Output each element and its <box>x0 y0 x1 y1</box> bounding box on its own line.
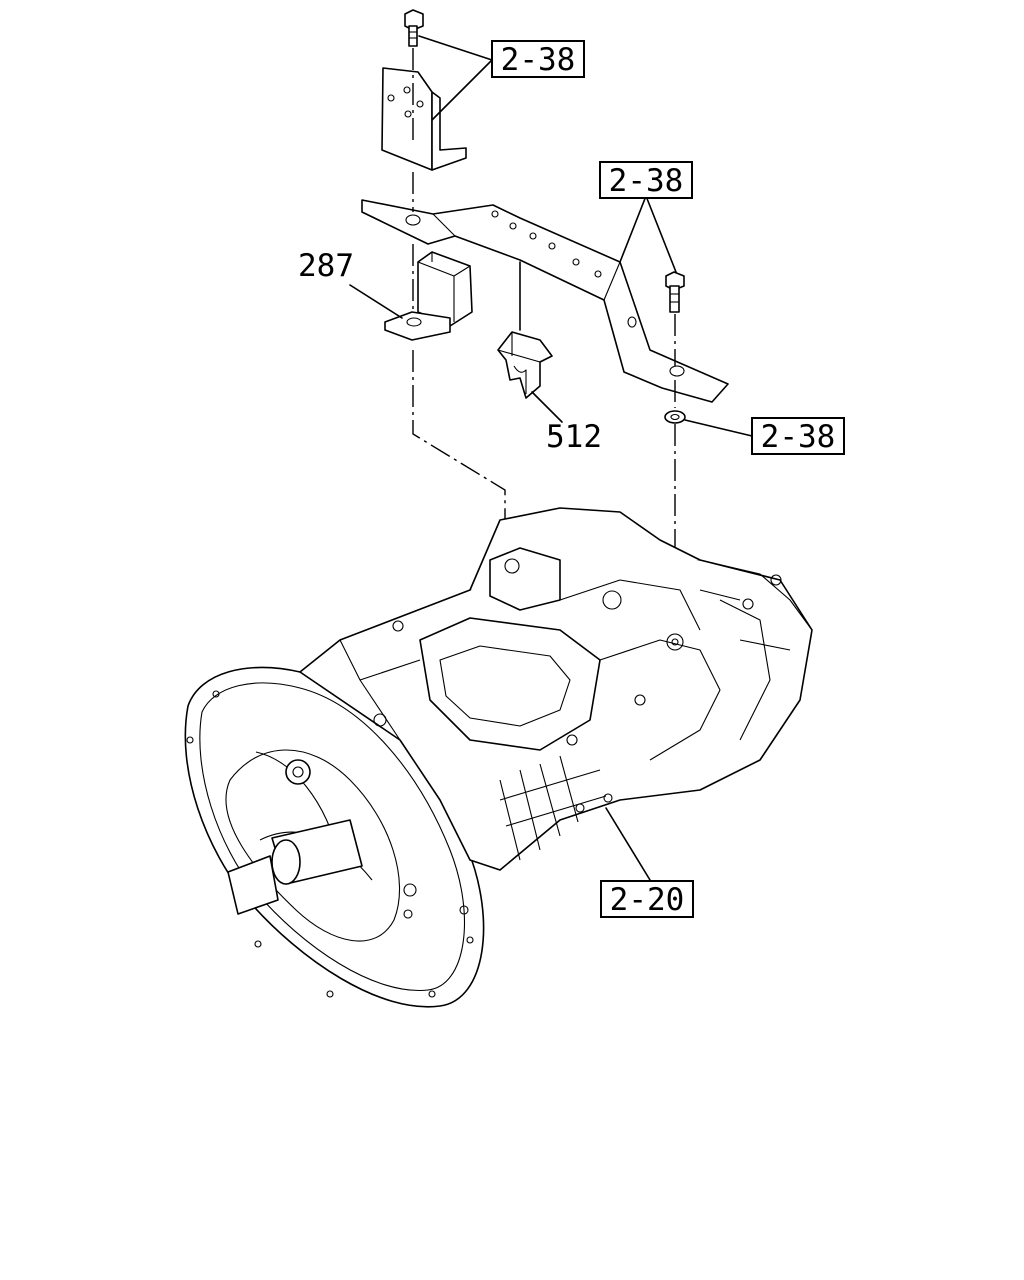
callout-2-38-washer: 2-38 <box>751 417 845 455</box>
callout-2-38-right: 2-38 <box>599 161 693 199</box>
callout-label: 2-38 <box>501 42 576 78</box>
callout-512: 512 <box>546 419 602 455</box>
leader-lines <box>349 35 753 881</box>
callout-287: 287 <box>298 248 354 284</box>
callout-label: 2-38 <box>761 419 836 455</box>
mounting-bracket-upper <box>381 48 467 171</box>
rubber-mount-287 <box>384 244 506 548</box>
bolt-right <box>665 271 685 366</box>
callout-label: 287 <box>298 248 354 284</box>
clip-512 <box>497 331 553 399</box>
transmission-assembly <box>184 507 813 1008</box>
cross-bracket <box>361 172 729 403</box>
bolt-top <box>404 9 424 47</box>
callout-label: 512 <box>546 419 602 455</box>
callout-2-38-top: 2-38 <box>491 40 585 78</box>
washer <box>664 380 686 630</box>
callout-2-20: 2-20 <box>600 880 694 918</box>
callout-label: 2-38 <box>609 163 684 199</box>
callout-label: 2-20 <box>610 882 685 918</box>
